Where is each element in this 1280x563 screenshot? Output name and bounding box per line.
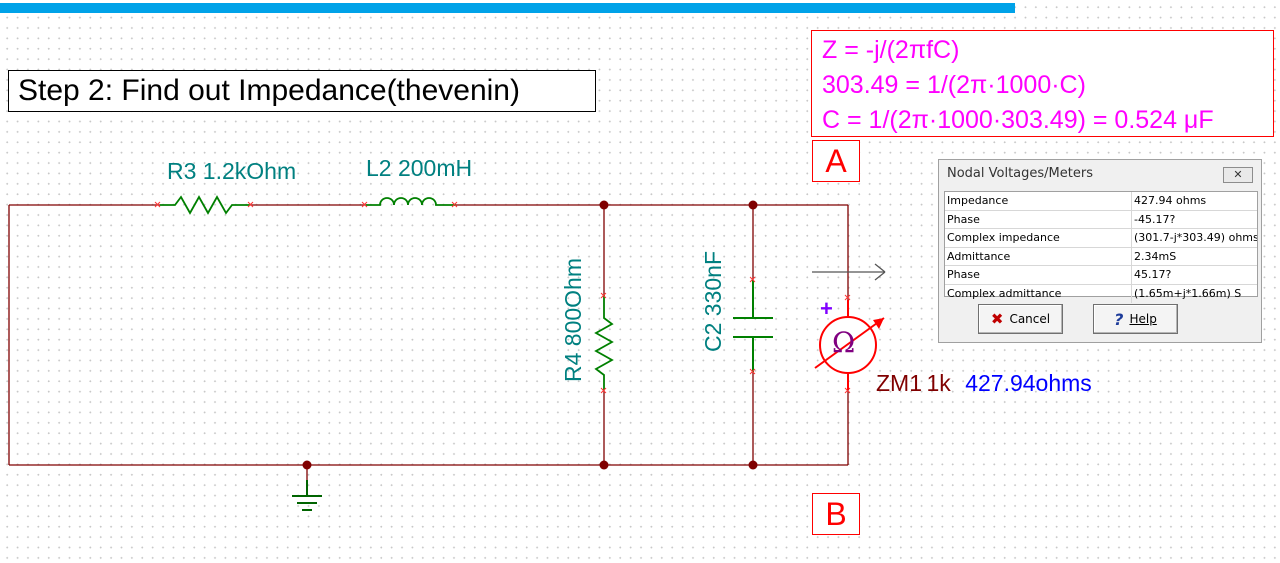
cancel-x-icon: ✖ bbox=[990, 310, 1004, 328]
dialog-title: Nodal Voltages/Meters bbox=[947, 166, 1093, 181]
row-value: 427.94 ohms bbox=[1134, 194, 1207, 207]
meter-values-table: Impedance 427.94 ohms Phase -45.17? Comp… bbox=[944, 191, 1258, 303]
top-accent-bar bbox=[0, 3, 1015, 13]
meter-reading: 427.94ohms bbox=[965, 370, 1092, 396]
help-label: Help bbox=[1129, 312, 1157, 326]
node-label-a: A bbox=[812, 140, 860, 182]
row-value: -45.17? bbox=[1134, 212, 1176, 226]
label-r3: R3 1.2kOhm bbox=[167, 158, 297, 184]
table-row: Complex impedance (301.7-j*303.49) ohms bbox=[945, 229, 1257, 248]
table-row: Phase -45.17? bbox=[945, 210, 1257, 230]
close-icon[interactable]: ✕ bbox=[1223, 167, 1253, 183]
table-row: Impedance 427.94 ohms bbox=[945, 192, 1257, 211]
meter-label: ZM1 1k 427.94ohms bbox=[876, 370, 1092, 397]
formula-line-2: 303.49 = 1/(2π·1000·C) bbox=[822, 71, 1086, 99]
node-label-b: B bbox=[812, 493, 860, 535]
meter-plus-sign: + bbox=[820, 296, 833, 321]
table-row: Phase 45.17? bbox=[945, 266, 1257, 285]
meter-probe-lead bbox=[812, 263, 886, 281]
label-l2: L2 200mH bbox=[366, 155, 473, 181]
junction-dots bbox=[302, 200, 758, 470]
formula-box: Z = -j/(2πfC) 303.49 = 1/(2π·1000·C) C =… bbox=[811, 30, 1274, 137]
row-key: Phase bbox=[945, 266, 1132, 284]
resistor-r4 bbox=[594, 295, 614, 390]
label-r4: R4 800Ohm bbox=[560, 257, 586, 382]
row-value: (1.65m+j*1.66m) S bbox=[1134, 286, 1242, 300]
row-key: Phase bbox=[945, 210, 1132, 229]
help-question-icon: ? bbox=[1114, 309, 1124, 329]
pin-markers bbox=[154, 201, 851, 394]
resistor-r3 bbox=[160, 195, 250, 215]
cancel-button[interactable]: ✖ Cancel bbox=[978, 304, 1063, 334]
nodal-voltages-dialog: Nodal Voltages/Meters ✕ Impedance 427.94… bbox=[938, 159, 1262, 343]
capacitor-c2 bbox=[733, 280, 773, 372]
meter-name: ZM1 bbox=[876, 370, 922, 396]
inductor-l2 bbox=[366, 197, 456, 206]
cancel-label: Cancel bbox=[1009, 312, 1051, 326]
meter-frequency: 1k bbox=[926, 370, 951, 396]
row-value: 45.17? bbox=[1134, 268, 1172, 282]
row-value: 2.34mS bbox=[1134, 249, 1177, 263]
ohm-symbol: Ω bbox=[832, 326, 856, 359]
row-key: Impedance bbox=[945, 192, 1132, 210]
label-c2: C2 330nF bbox=[700, 250, 726, 352]
formula-line-1: Z = -j/(2πfC) bbox=[822, 36, 960, 64]
row-key: Complex impedance bbox=[945, 229, 1132, 247]
ground-symbol bbox=[292, 480, 322, 511]
table-row: Admittance 2.34mS bbox=[945, 247, 1257, 267]
row-key: Complex admittance bbox=[945, 284, 1132, 303]
formula-line-3: C = 1/(2π·1000·303.49) = 0.524 μF bbox=[822, 106, 1214, 134]
ohmmeter-icon bbox=[814, 300, 885, 390]
table-row: Complex admittance (1.65m+j*1.66m) S bbox=[945, 284, 1257, 303]
help-button[interactable]: ? Help bbox=[1093, 304, 1178, 334]
step-heading: Step 2: Find out Impedance(thevenin) bbox=[8, 70, 596, 112]
row-value: (301.7-j*303.49) ohms bbox=[1134, 231, 1257, 245]
row-key: Admittance bbox=[945, 247, 1132, 266]
